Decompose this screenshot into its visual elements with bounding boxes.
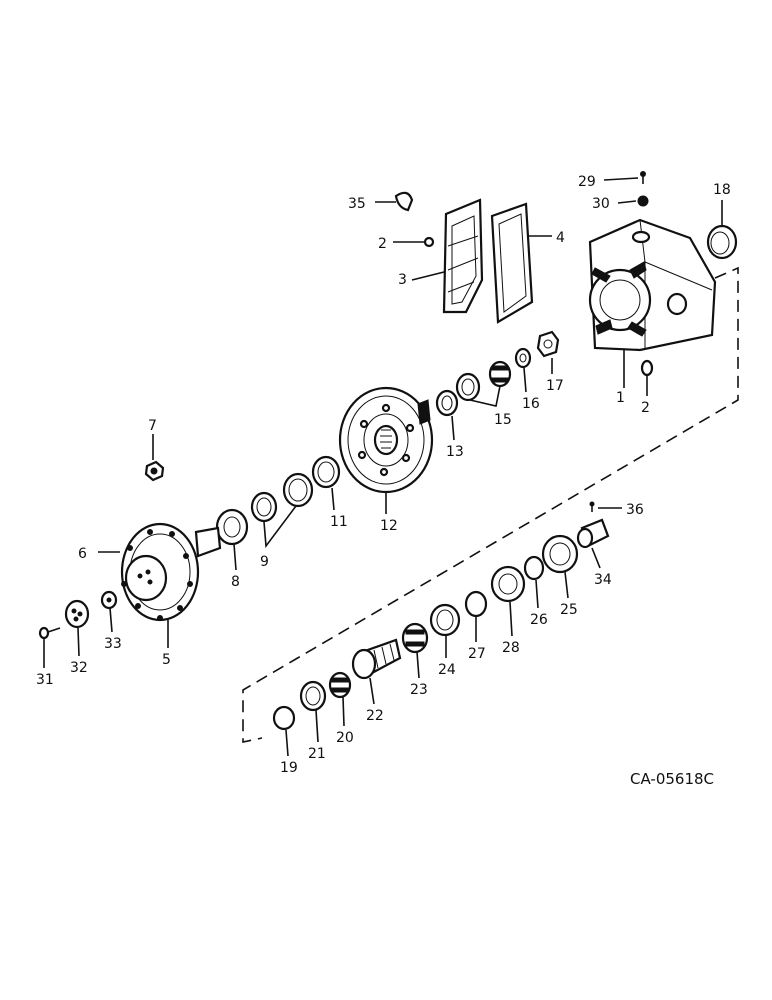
callout-17: 17 — [546, 378, 564, 394]
part-21-bearing-cup — [299, 680, 327, 712]
callout-32: 32 — [70, 660, 88, 676]
callout-23: 23 — [410, 682, 428, 698]
part-33-plug — [100, 590, 118, 610]
part-15-bearing — [455, 360, 512, 402]
part-2-plug-lower — [640, 359, 654, 377]
diagram-code: CA-05618C — [630, 770, 714, 788]
callout-2-upper: 2 — [378, 236, 387, 252]
callout-9: 9 — [260, 554, 269, 570]
part-29-pin — [640, 171, 646, 184]
part-24-bearing-cup — [429, 603, 461, 637]
assembly-boundary — [242, 266, 739, 743]
callout-35: 35 — [348, 196, 366, 212]
part-1-housing — [588, 218, 717, 352]
callout-11: 11 — [330, 514, 348, 530]
part-27-ring — [464, 590, 488, 618]
callout-7: 7 — [148, 418, 157, 434]
part-3-cover — [442, 198, 484, 314]
callout-3: 3 — [398, 272, 407, 288]
callout-22: 22 — [366, 708, 384, 724]
part-26-oring — [523, 555, 545, 581]
callout-12: 12 — [380, 518, 398, 534]
part-36-pin — [589, 501, 595, 512]
leader-lines — [43, 177, 723, 757]
part-25-retainer — [541, 534, 579, 574]
callout-labels: 1 2 2 3 4 5 6 7 8 9 11 12 13 15 16 17 18… — [36, 174, 731, 776]
callout-5: 5 — [162, 652, 171, 668]
part-11-bearing-cup — [311, 455, 341, 489]
callout-26: 26 — [530, 612, 548, 628]
part-5-hub — [120, 522, 222, 622]
callout-18: 18 — [713, 182, 731, 198]
callout-2-lower: 2 — [641, 400, 650, 416]
callout-30: 30 — [592, 196, 610, 212]
callout-6: 6 — [78, 546, 87, 562]
callout-16: 16 — [522, 396, 540, 412]
part-22-pinion — [351, 638, 402, 680]
callout-27: 27 — [468, 646, 486, 662]
part-4-gasket — [490, 202, 534, 324]
part-23-bearing — [401, 622, 429, 654]
part-31-bolt — [38, 626, 61, 640]
part-28-shim — [490, 565, 526, 603]
callout-33: 33 — [104, 636, 122, 652]
part-35-elbow — [394, 191, 414, 212]
part-7-nut — [144, 460, 165, 482]
callout-15: 15 — [494, 412, 512, 428]
part-9-bearing — [250, 472, 314, 523]
callout-36: 36 — [626, 502, 644, 518]
callout-21: 21 — [308, 746, 326, 762]
callout-8: 8 — [231, 574, 240, 590]
part-12-gear — [338, 386, 434, 494]
callout-19: 19 — [280, 760, 298, 776]
callout-25: 25 — [560, 602, 578, 618]
callout-34: 34 — [594, 572, 612, 588]
part-34-sleeve — [576, 518, 610, 549]
part-20-bearing — [328, 671, 352, 699]
callout-28: 28 — [502, 640, 520, 656]
part-16-washer — [514, 347, 532, 369]
part-30-plug — [637, 195, 649, 207]
part-8-washer — [215, 508, 249, 546]
callout-20: 20 — [336, 730, 354, 746]
part-18-seal — [706, 224, 738, 260]
part-19-plug — [272, 705, 296, 731]
callout-31: 31 — [36, 672, 54, 688]
part-13-bearing-cup — [435, 389, 459, 417]
callout-1: 1 — [616, 390, 625, 406]
callout-24: 24 — [438, 662, 456, 678]
callout-29: 29 — [578, 174, 596, 190]
callout-4: 4 — [556, 230, 565, 246]
part-17-nut — [536, 330, 560, 358]
part-2-plug-upper — [423, 236, 435, 248]
callout-13: 13 — [446, 444, 464, 460]
part-32-cap — [64, 599, 90, 629]
